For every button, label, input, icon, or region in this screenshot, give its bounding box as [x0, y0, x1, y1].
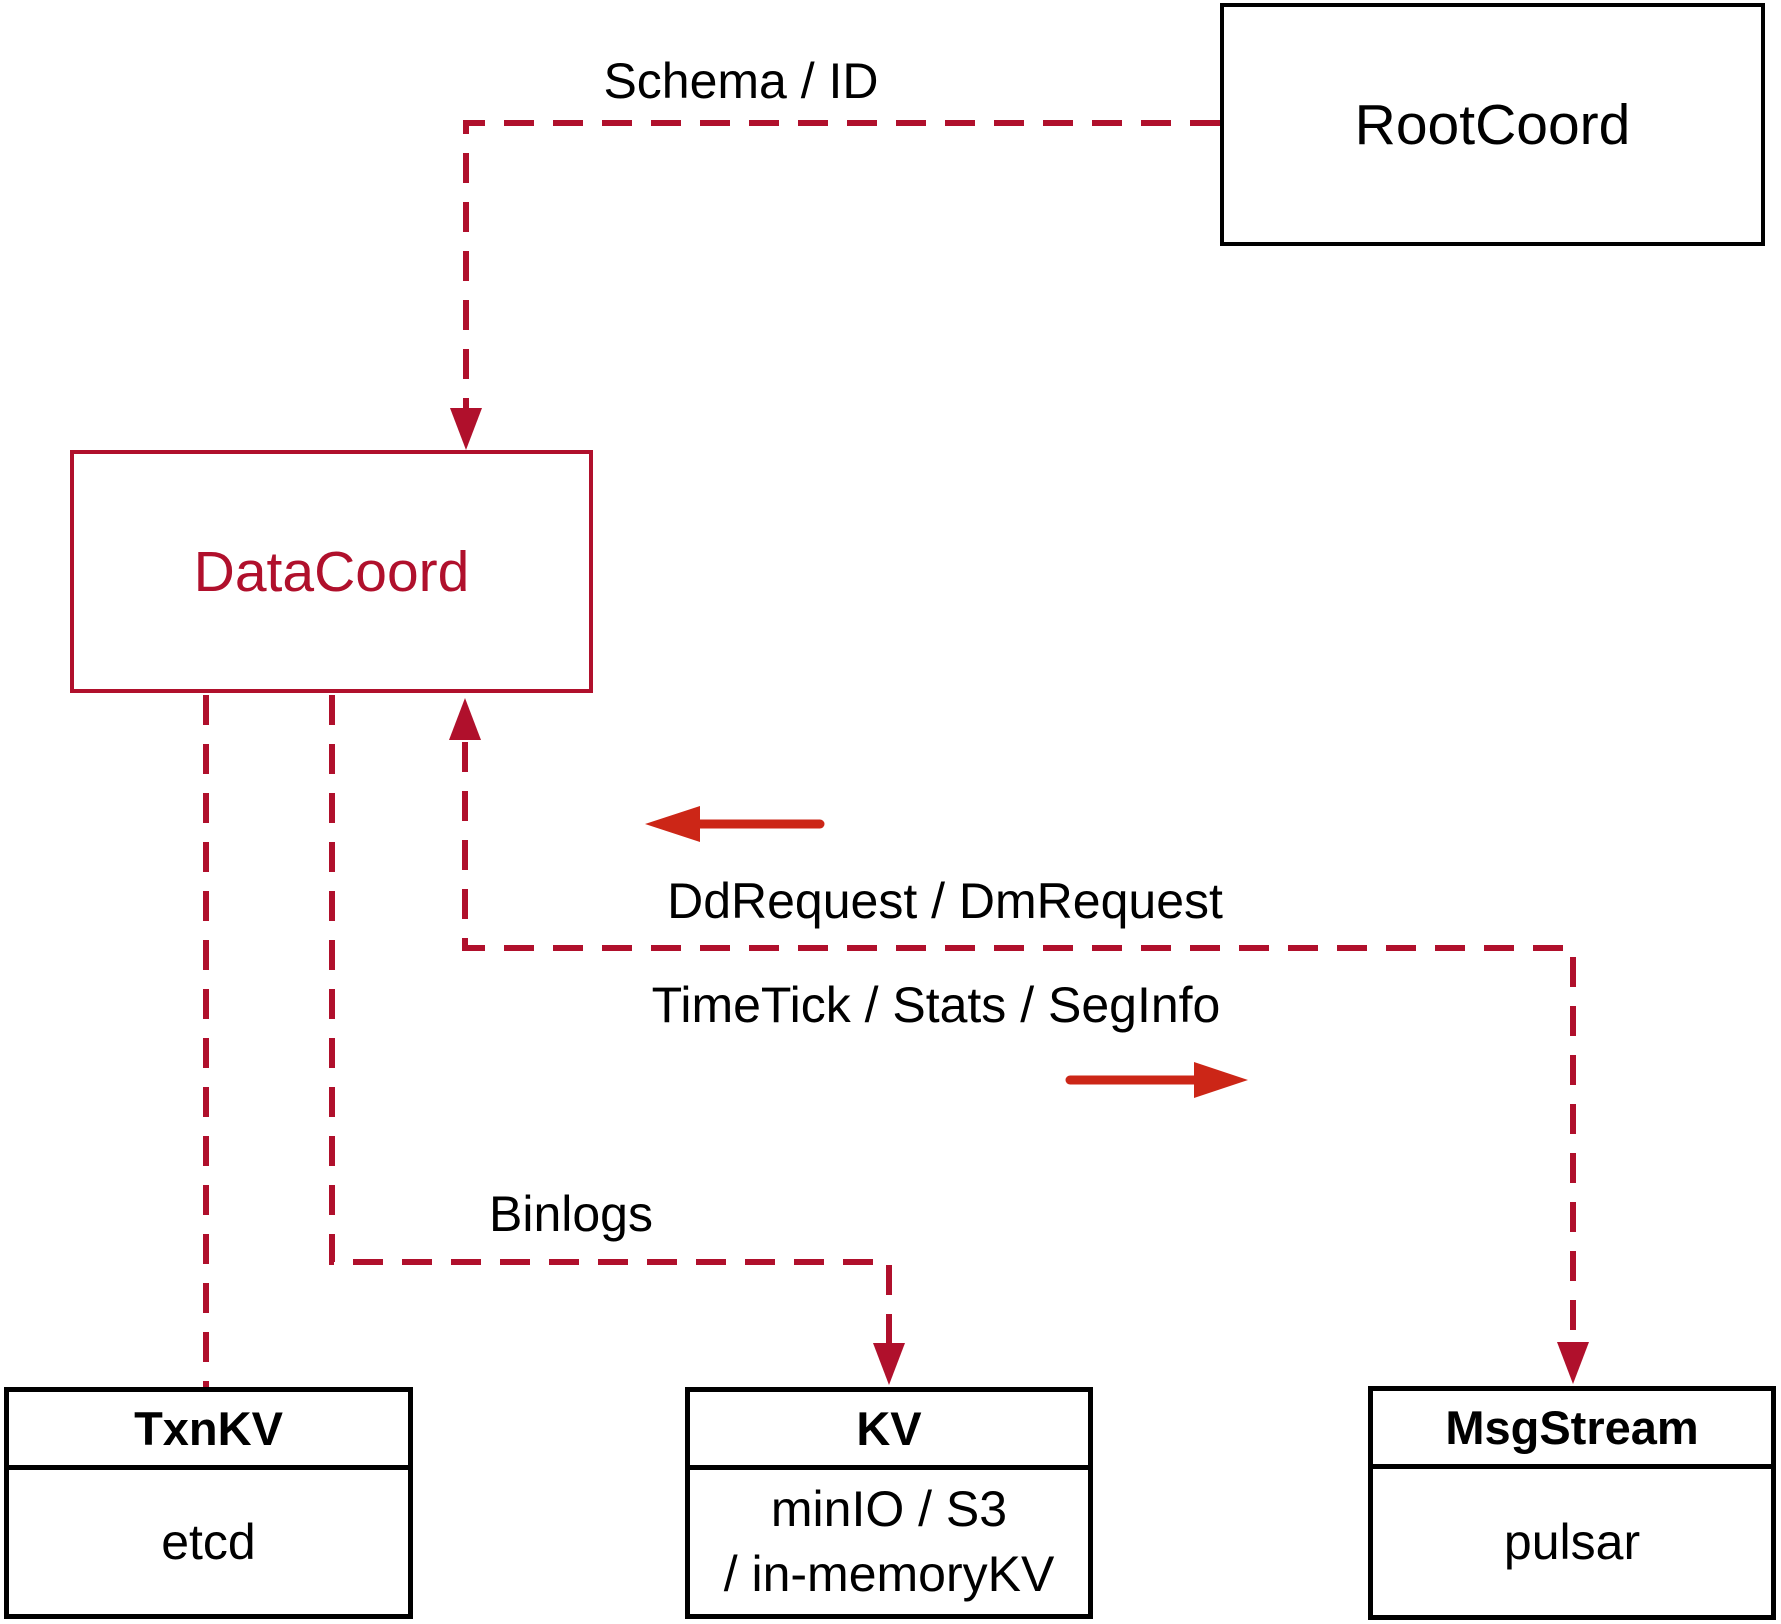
kv-body-line: / in-memoryKV — [723, 1546, 1055, 1602]
binlogs-dashed-line — [329, 695, 892, 1345]
edge-label-ddrequest-dmrequest: DdRequest / DmRequest — [667, 873, 1223, 929]
msgstream-node: MsgStream pulsar — [1368, 1386, 1776, 1620]
kv-body-line: minIO / S3 — [770, 1481, 1008, 1537]
txnkv-body: etcd — [9, 1470, 408, 1614]
edge-label-timetick-stats-seginfo: TimeTick / Stats / SegInfo — [651, 977, 1221, 1033]
schema-id-arrowhead-down-icon — [450, 408, 482, 450]
right-direction-arrow-icon — [1065, 1062, 1248, 1098]
msgstream-header: MsgStream — [1373, 1391, 1771, 1469]
msgstream-datacoord-arrowhead-up-icon — [449, 698, 481, 740]
edge-label-binlogs: Binlogs — [489, 1186, 653, 1242]
rootcoord-node: RootCoord — [1220, 3, 1765, 246]
msgstream-body-line: pulsar — [1503, 1513, 1641, 1570]
edge-label-schema-id: Schema / ID — [603, 53, 879, 109]
binlogs-arrowhead-down-icon — [873, 1343, 905, 1385]
msgstream-body: pulsar — [1373, 1469, 1771, 1615]
schema-id-dashed-line — [463, 120, 1220, 408]
rootcoord-label: RootCoord — [1354, 92, 1631, 157]
kv-body: minIO / S3 / in-memoryKV — [690, 1470, 1088, 1614]
datacoord-label: DataCoord — [193, 539, 470, 604]
txnkv-node: TxnKV etcd — [4, 1387, 413, 1619]
txnkv-body-line: etcd — [161, 1513, 256, 1570]
msgstream-arrowhead-down-icon — [1557, 1342, 1589, 1384]
txnkv-header: TxnKV — [9, 1392, 408, 1470]
kv-header: KV — [690, 1392, 1088, 1470]
kv-node: KV minIO / S3 / in-memoryKV — [685, 1387, 1093, 1619]
msgstream-dashed-line — [462, 742, 1576, 1344]
datacoord-node: DataCoord — [70, 450, 593, 693]
left-direction-arrow-icon — [645, 806, 825, 842]
